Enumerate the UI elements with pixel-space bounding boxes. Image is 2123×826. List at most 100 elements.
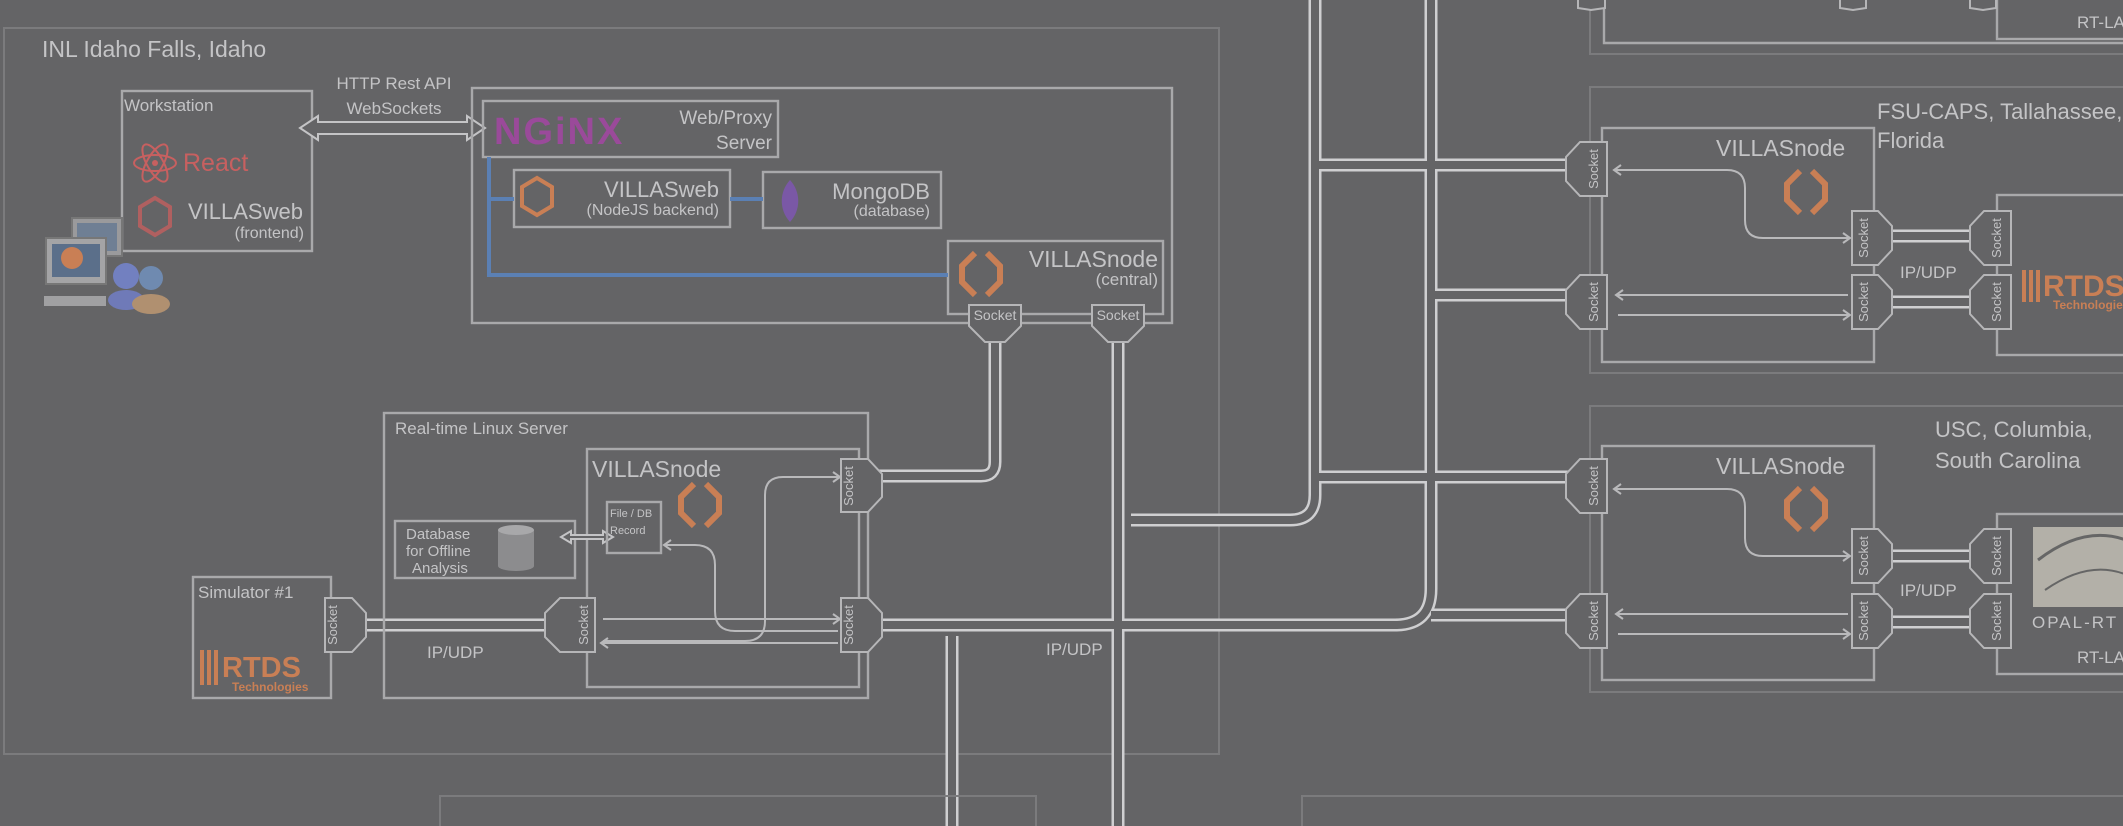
svg-text:Socket: Socket xyxy=(841,466,856,506)
simulator-tech: Technologies xyxy=(232,680,309,694)
usc-arrows xyxy=(1612,483,1852,640)
mongodb-title: MongoDB xyxy=(832,179,930,204)
fsu-rtds-logo-icon xyxy=(2022,270,2040,302)
usc-title-1: USC, Columbia, xyxy=(1935,417,2093,442)
usc-villasnode-icon xyxy=(1784,485,1828,533)
fsu-villasnode-box xyxy=(1600,126,1876,364)
top-site-fragment: RT-LAB xyxy=(1577,0,2123,55)
usc-title-2: South Carolina xyxy=(1935,448,2081,473)
villasweb-backend-title: VILLASweb xyxy=(604,177,719,202)
rt-villasnode-title: VILLASnode xyxy=(592,456,721,482)
svg-text:Socket: Socket xyxy=(325,605,340,645)
rt-socket-bottom: Socket xyxy=(840,597,883,653)
workstation-title: Workstation xyxy=(124,96,213,115)
network-pipes xyxy=(358,0,1973,826)
central-socket-1: Socket xyxy=(968,304,1022,343)
rt-server-title: Real-time Linux Server xyxy=(395,419,568,438)
internal-blue-links xyxy=(487,157,948,277)
rt-server-box xyxy=(382,411,870,700)
rt-villasnode-box xyxy=(585,447,861,689)
central-villasnode-icon xyxy=(959,250,1003,298)
db-record-double-arrow xyxy=(559,529,615,545)
nginx-box xyxy=(481,99,780,159)
svg-text:Socket: Socket xyxy=(1856,536,1871,576)
usc-ipudp: IP/UDP xyxy=(1900,581,1957,600)
rt-socket-top: Socket xyxy=(840,458,883,513)
svg-text:Socket: Socket xyxy=(1989,218,2004,258)
svg-text:Socket: Socket xyxy=(841,605,856,645)
svg-text:Socket: Socket xyxy=(1586,149,1601,189)
offline-db-line1: Database xyxy=(406,526,470,543)
svg-text:Socket: Socket xyxy=(1586,282,1601,322)
websockets-label: WebSockets xyxy=(346,99,441,118)
ipudp-label-rt: IP/UDP xyxy=(427,643,484,662)
offline-db-box xyxy=(393,519,577,580)
fsu-tech: Technologies xyxy=(2053,298,2123,312)
villasweb-backend-icon xyxy=(520,175,554,218)
usc-villasnode-box xyxy=(1600,444,1876,682)
file-record-line1: File / DB xyxy=(610,508,652,520)
central-server-box xyxy=(470,86,1174,325)
ipudp-label-bus: IP/UDP xyxy=(1046,640,1103,659)
central-villasnode-title: VILLASnode xyxy=(1029,246,1158,272)
workstation-frontend: (frontend) xyxy=(235,225,304,242)
mongodb-sub: (database) xyxy=(854,203,931,220)
bottom-site-right xyxy=(1301,795,2123,826)
svg-text:Socket: Socket xyxy=(1097,307,1140,323)
svg-text:Socket: Socket xyxy=(1586,466,1601,506)
central-villasnode-sub: (central) xyxy=(1096,270,1158,289)
svg-text:Socket: Socket xyxy=(974,307,1017,323)
react-icon xyxy=(133,143,177,183)
rt-socket-left: Socket xyxy=(544,597,596,653)
fsu-villasnode-icon xyxy=(1784,168,1828,216)
central-villasnode-box xyxy=(946,239,1165,316)
offline-db-line2: for Offline xyxy=(406,543,471,560)
svg-text:Socket: Socket xyxy=(1856,601,1871,641)
usc-opal-label: OPAL-RT xyxy=(2032,613,2118,632)
proxy-label-2: Server xyxy=(716,133,773,154)
nginx-logo: NGiNX xyxy=(494,111,624,153)
svg-text:Socket: Socket xyxy=(1989,282,2004,322)
http-label: HTTP Rest API xyxy=(337,74,452,93)
users-computer-icon xyxy=(44,217,170,314)
fsu-ipudp: IP/UDP xyxy=(1900,263,1957,282)
top-rtlab-label: RT-LAB xyxy=(2077,13,2123,32)
fsu-title-2: Florida xyxy=(1877,128,1945,153)
rt-villasnode-icon xyxy=(678,481,722,529)
fsu-rtds: RTDS xyxy=(2043,270,2123,303)
svg-text:Socket: Socket xyxy=(1586,601,1601,641)
database-cylinder-icon xyxy=(498,525,534,571)
svg-text:Socket: Socket xyxy=(1856,282,1871,322)
simulator-title: Simulator #1 xyxy=(198,583,293,602)
workstation-villasweb: VILLASweb xyxy=(188,199,303,224)
offline-db-line3: Analysis xyxy=(412,560,468,577)
svg-text:Socket: Socket xyxy=(1856,218,1871,258)
usc-site-region xyxy=(1589,405,2123,693)
fsu-sockets: Socket Socket Socket Socket Socket Socke… xyxy=(1565,141,2012,330)
fsu-villasnode-title: VILLASnode xyxy=(1716,135,1845,161)
proxy-label-1: Web/Proxy xyxy=(679,108,772,129)
rtds-logo-icon xyxy=(200,650,218,685)
usc-rtlab-label: RT-LAB xyxy=(2077,648,2123,667)
file-record-box xyxy=(605,500,663,555)
inl-site-title: INL Idaho Falls, Idaho xyxy=(42,36,266,62)
fsu-site-region xyxy=(1589,86,2123,374)
inl-site-region xyxy=(3,27,1220,755)
file-record-line2: Record xyxy=(610,525,645,537)
opal-rt-graphic-icon xyxy=(2033,527,2123,607)
workstation-box xyxy=(120,89,314,253)
villasweb-backend-sub: (NodeJS backend) xyxy=(586,202,719,219)
bottom-site-left xyxy=(439,795,1037,826)
villasweb-logo-icon xyxy=(138,195,172,238)
fsu-arrows xyxy=(1612,164,1852,321)
svg-text:Socket: Socket xyxy=(1989,601,2004,641)
simulator-socket: Socket xyxy=(324,597,367,653)
central-socket-2: Socket xyxy=(1091,304,1145,343)
usc-sockets: Socket Socket Socket Socket Socket Socke… xyxy=(1565,458,2012,649)
react-label: React xyxy=(183,149,248,177)
fsu-title-1: FSU-CAPS, Tallahassee, xyxy=(1877,99,2122,124)
svg-text:Socket: Socket xyxy=(576,605,591,645)
http-websocket-link xyxy=(298,114,487,142)
usc-villasnode-title: VILLASnode xyxy=(1716,453,1845,479)
